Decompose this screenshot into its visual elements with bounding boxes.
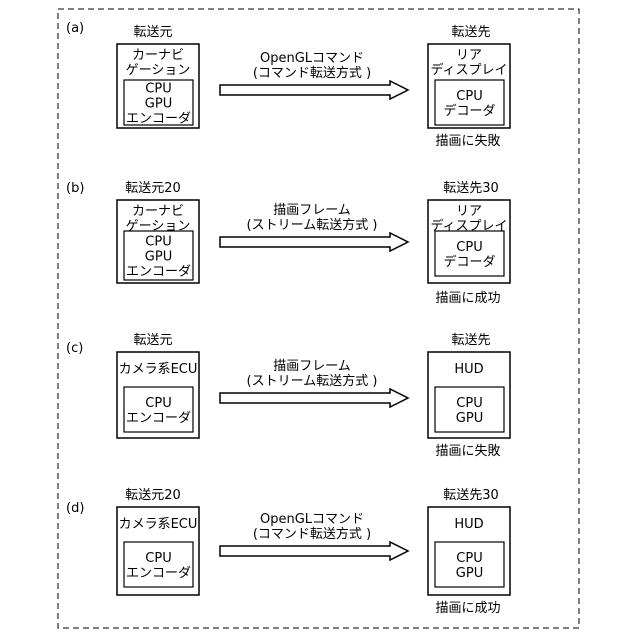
transfer-arrow (220, 233, 408, 251)
source-inner-text: エンコーダ (126, 411, 191, 426)
source-name: カメラ系ECU (119, 362, 198, 377)
render-result: 描画に成功 (435, 291, 500, 306)
arrow-label-method: OpenGLコマンド (260, 51, 364, 66)
source-inner-text: CPU (145, 551, 171, 566)
arrow-label-mode: (ストリーム転送方式 ) (247, 373, 378, 389)
destination-title: 転送先30 (443, 488, 499, 503)
panel-label: (c) (66, 341, 83, 356)
source-inner-text: エンコーダ (126, 112, 191, 127)
destination-title: 転送先 (451, 333, 490, 348)
destination-inner-text: CPU (456, 240, 482, 255)
render-result: 描画に失敗 (435, 134, 500, 149)
destination-name: HUD (454, 517, 483, 532)
panel-label: (b) (66, 181, 84, 196)
destination-inner-text: CPU (456, 396, 482, 411)
source-inner-text: CPU (145, 82, 171, 97)
destination-inner-text: デコーダ (443, 254, 495, 270)
destination-name: ディスプレイ (430, 62, 507, 78)
destination-inner-text: CPU (456, 89, 482, 104)
source-inner-text: CPU (145, 396, 171, 411)
destination-name: リア (456, 48, 482, 63)
destination-inner-text: CPU (456, 551, 482, 566)
arrow-label-method: 描画フレーム (273, 359, 351, 374)
arrow-label-mode: (ストリーム転送方式 ) (247, 217, 378, 233)
render-result: 描画に成功 (435, 601, 500, 616)
destination-name: リア (456, 204, 482, 219)
destination-inner-text: GPU (456, 566, 483, 581)
source-name: カーナビ (132, 204, 184, 219)
panel-label: (a) (66, 21, 84, 36)
source-name: カメラ系ECU (119, 517, 198, 532)
render-result: 描画に失敗 (435, 444, 500, 459)
source-name: カーナビ (132, 48, 184, 63)
transfer-arrow (220, 81, 408, 99)
transfer-arrow (220, 542, 408, 560)
source-inner-text: エンコーダ (126, 566, 191, 581)
arrow-label-method: 描画フレーム (273, 203, 351, 218)
source-inner-text: GPU (145, 250, 172, 265)
arrow-label-mode: (コマンド転送方式 ) (253, 65, 371, 81)
source-inner-text: CPU (145, 235, 171, 250)
destination-inner-text: GPU (456, 411, 483, 426)
source-inner-text: GPU (145, 97, 172, 112)
arrow-label-mode: (コマンド転送方式 ) (253, 526, 371, 542)
arrow-label-method: OpenGLコマンド (260, 512, 364, 527)
source-title: 転送元20 (125, 488, 181, 503)
source-inner-text: エンコーダ (126, 265, 191, 280)
destination-title: 転送先 (451, 25, 490, 40)
source-name: ゲーション (126, 63, 191, 78)
panel-label: (d) (66, 501, 84, 516)
source-title: 転送元20 (125, 181, 181, 196)
transfer-arrow (220, 389, 408, 407)
source-title: 転送元 (133, 25, 172, 40)
source-title: 転送元 (133, 333, 172, 348)
destination-inner-text: デコーダ (443, 103, 495, 119)
destination-title: 転送先30 (443, 181, 499, 196)
destination-name: HUD (454, 362, 483, 377)
